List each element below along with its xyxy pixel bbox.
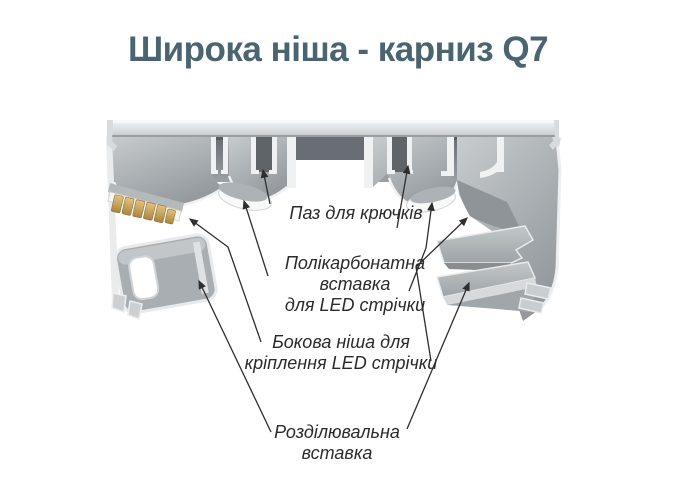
label-divider-insert: Розділювальна вставка (274, 422, 400, 463)
profile-right-fins (436, 225, 552, 314)
arrow-polycarbonate-right (408, 201, 435, 292)
led-strip (107, 183, 184, 225)
profile-rib-walls (211, 135, 504, 188)
label-polycarbonate-insert: Полікарбонатна вставка для LED стрічки (284, 253, 426, 315)
arrow-divider-left (198, 279, 272, 433)
profile-top-bar (107, 120, 559, 151)
label-hook-groove-text: Паз для крючків (289, 203, 423, 223)
arrow-polycarbonate-left (242, 199, 269, 277)
arrow-side-niche-left (188, 218, 262, 343)
page-title: Широка ніша - карниз Q7 (127, 30, 549, 69)
profile-box-channel (111, 233, 218, 321)
polycarbonate-insert-right (405, 186, 457, 213)
arrow-divider-right (406, 281, 470, 430)
polycarbonate-insert-left (218, 182, 272, 211)
arrow-groove-left (260, 168, 271, 205)
arrow-side-niche-right (415, 217, 468, 362)
label-side-niche: Бокова ніша для кріплення LED стрічки (244, 332, 438, 373)
label-hook-groove: Паз для крючків (289, 203, 422, 224)
aluminum-profile-drawing (106, 120, 562, 321)
arrow-groove-right (396, 164, 411, 229)
callout-arrows (188, 164, 470, 433)
